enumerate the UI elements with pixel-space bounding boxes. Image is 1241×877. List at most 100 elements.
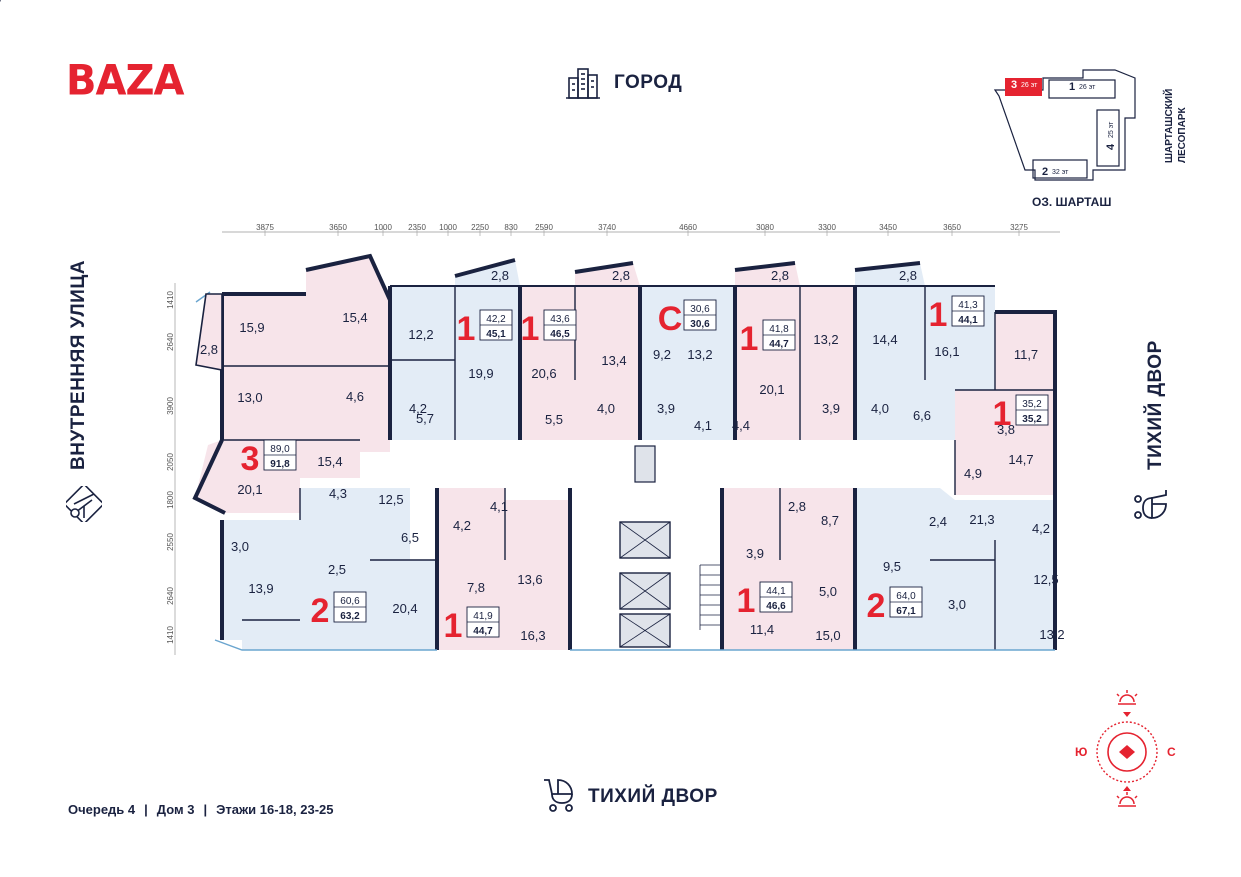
room-area-label: 20,1 [759,382,784,397]
room-area-label: 20,4 [392,601,417,616]
room-area-label: 14,7 [1008,452,1033,467]
room-area-label: 6,6 [913,408,931,423]
apartment-living-area: 44,1 [766,586,786,597]
balcony-left [195,293,223,371]
city-icon [566,68,600,99]
site-building-3 [1005,78,1042,96]
site-building-2-floors: 32 эт [1052,169,1069,176]
room-area-label: 2,8 [788,499,806,514]
site-building-1-floors: 26 эт [1079,84,1096,91]
room-area-label: 21,3 [969,512,994,527]
dim-left-label: 2050 [166,453,175,471]
stairs [699,564,722,630]
room-area-label: 16,3 [520,628,545,643]
room-area-label: 4,9 [964,466,982,481]
site-map [993,69,1136,181]
apartment-total-area: 44,1 [958,315,978,326]
room-area-label: 3,0 [231,539,249,554]
apt-1room-g-fill [722,488,855,650]
dim-left-label: 1410 [166,626,175,644]
apt-1room-c-fill [735,263,855,440]
room-area-label: 4,2 [409,401,427,416]
apartment-total-area: 46,6 [766,601,786,612]
apartment-living-area: 42,2 [486,314,506,325]
stroller-icon-right [1134,490,1167,519]
room-area-label: 3,9 [746,546,764,561]
dim-left-label: 2640 [166,587,175,605]
room-area-label: 13,9 [248,581,273,596]
apartment-living-area: 41,3 [958,300,978,311]
room-area-label: 13,2 [1039,627,1064,642]
room-area-label: 12,5 [1033,572,1058,587]
apartment-rooms: 1 [993,395,1012,433]
room-area-label: 4,1 [490,499,508,514]
apartment-total-area: 63,2 [340,611,360,622]
room-area-label: 15,4 [317,454,342,469]
apartment-rooms: 1 [737,582,756,620]
room-area-label: 4,0 [871,401,889,416]
apartment-total-area: 91,8 [270,459,290,470]
room-area-label: 2,4 [929,514,947,529]
dim-top-label: 3300 [818,223,836,232]
room-area-label: 7,8 [467,580,485,595]
footer-info: Очередь 4|Дом 3|Этажи 16-18, 23-25 [68,802,334,817]
room-area-label: 5,7 [416,411,434,426]
apartment-rooms: 3 [241,440,260,478]
room-area-label: 4,3 [329,486,347,501]
room-area-label: 15,9 [239,320,264,335]
dim-left-label: 1410 [166,291,175,309]
street-map-icon [66,486,102,522]
dim-top-label: 1000 [439,223,457,232]
room-area-label: 11,7 [1014,347,1038,362]
dim-top-label: 3875 [256,223,274,232]
apartment-living-area: 41,8 [769,324,789,335]
apartment-living-area: 41,9 [473,611,493,622]
room-area-label: 16,1 [934,344,959,359]
room-area-label: 4,0 [597,401,615,416]
room-area-label: 9,2 [653,347,671,362]
apartment-label: 2 64,0 67,1 [867,586,923,625]
dim-left-label: 3900 [166,397,175,415]
footer-queue: Очередь 4 [68,802,136,817]
dim-top-label: 3650 [329,223,347,232]
room-area-label: 4,6 [346,389,364,404]
room-area-label: 2,5 [328,562,346,577]
apartment-rooms: 2 [867,587,886,625]
lake-label: ОЗ. ШАРТАШ [1032,195,1112,209]
apartment-label: 1 44,1 46,6 [737,581,793,620]
room-area-label: 15,0 [815,628,840,643]
room-area-label: 5,0 [819,584,837,599]
room-area-label: 9,5 [883,559,901,574]
room-area-label: 13,6 [517,572,542,587]
site-building-1-num: 1 [1069,81,1076,93]
dim-top-label: 3080 [756,223,774,232]
apartment-total-area: 30,6 [690,319,710,330]
apartment-living-area: 60,6 [340,596,360,607]
room-area-label: 2,8 [899,268,917,283]
apartment-rooms: С [658,300,683,338]
apartment-total-area: 67,1 [896,606,916,617]
apartment-total-area: 46,5 [550,329,570,340]
room-area-label: 4,4 [732,418,750,433]
footer-floors: Этажи 16-18, 23-25 [216,802,334,817]
dim-top-label: 1000 [374,223,392,232]
apartment-total-area: 44,7 [473,626,493,637]
dim-top-label: 3740 [598,223,616,232]
apt-2room-a-fill [222,488,437,650]
room-area-label: 11,4 [750,622,774,637]
core [570,445,722,650]
apt-1room-e-fill [955,312,1055,495]
room-area-label: 8,7 [821,513,839,528]
apartment-total-area: 45,1 [486,329,506,340]
room-area-label: 4,2 [1032,521,1050,536]
room-area-label: 14,4 [872,332,897,347]
room-area-label: 13,2 [813,332,838,347]
room-area-label: 12,2 [408,327,433,342]
apartment-living-area: 64,0 [896,591,916,602]
